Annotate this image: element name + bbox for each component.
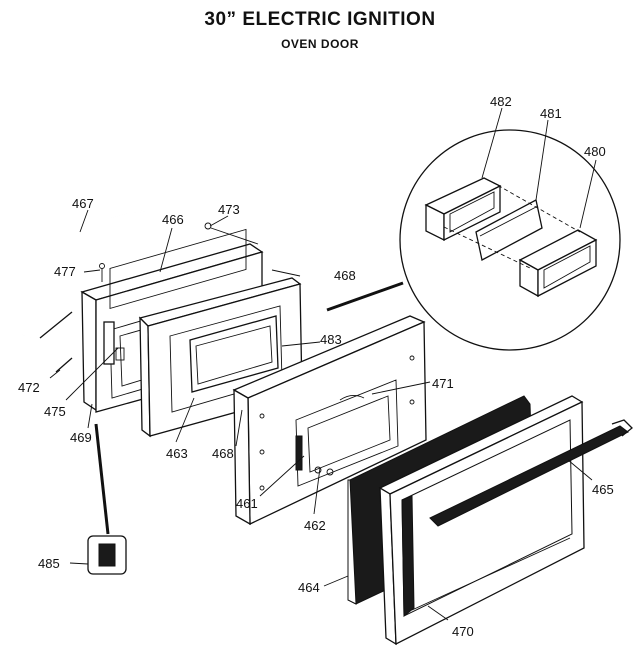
- label-461: 461: [236, 496, 258, 511]
- label-462: 462: [304, 518, 326, 533]
- part-480-window-frame: [518, 229, 598, 298]
- diagram-subtitle: OVEN DOOR: [281, 37, 359, 51]
- label-464: 464: [298, 580, 320, 595]
- label-477: 477: [54, 264, 76, 279]
- label-466: 466: [162, 212, 184, 227]
- label-467: 467: [72, 196, 94, 211]
- label-469: 469: [70, 430, 92, 445]
- diagram-title: 30” ELECTRIC IGNITION: [204, 9, 436, 30]
- part-481-glass-pane: [475, 199, 543, 261]
- label-468-lower: 468: [212, 446, 234, 461]
- label-481: 481: [540, 106, 562, 121]
- label-475: 475: [44, 404, 66, 419]
- label-473: 473: [218, 202, 240, 217]
- label-485: 485: [38, 556, 60, 571]
- label-463: 463: [166, 446, 188, 461]
- part-465-door-handle: [429, 419, 633, 527]
- window-pack-detail-circle: [326, 129, 621, 351]
- label-480: 480: [584, 144, 606, 159]
- leader-lines: [49, 107, 597, 621]
- part-468-door-back-panel: [232, 315, 427, 526]
- label-472: 472: [18, 380, 40, 395]
- part-485-label: [87, 423, 127, 575]
- part-472-screw: [55, 357, 73, 373]
- label-482: 482: [490, 94, 512, 109]
- label-468-upper: 468: [334, 268, 356, 283]
- part-473-screw: [204, 222, 259, 245]
- label-465: 465: [592, 482, 614, 497]
- part-482-window-frame: [424, 177, 502, 242]
- label-470: 470: [452, 624, 474, 639]
- part-470-outer-door-frame: [378, 395, 585, 646]
- label-483: 483: [320, 332, 342, 347]
- part-477-screw: [99, 263, 105, 282]
- label-471: 471: [432, 376, 454, 391]
